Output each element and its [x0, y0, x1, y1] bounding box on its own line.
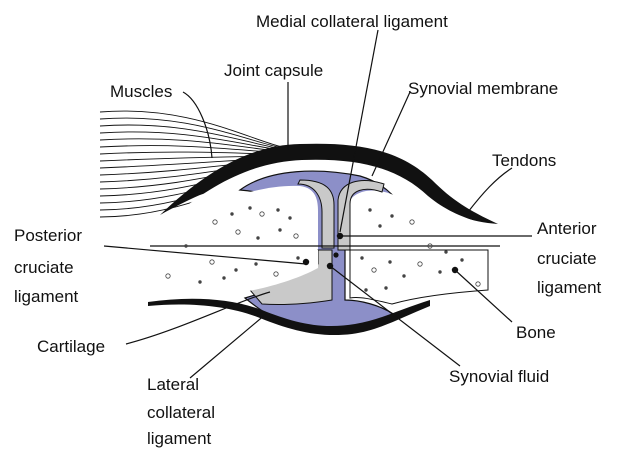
bone-speckle — [403, 275, 406, 278]
pointer-dot-posterior — [303, 259, 309, 265]
label-posterior-cruciate-line3: ligament — [14, 287, 79, 306]
label-synovial-fluid: Synovial fluid — [449, 367, 549, 386]
bone-speckle — [461, 259, 464, 262]
bone-speckle — [279, 229, 282, 232]
bone-speckle — [379, 225, 382, 228]
bone-speckle — [231, 213, 234, 216]
leader-muscles — [183, 92, 212, 158]
label-cartilage: Cartilage — [37, 337, 105, 356]
label-tendons: Tendons — [492, 151, 556, 170]
bone-speckle — [439, 271, 442, 274]
leader-tendons — [468, 168, 512, 212]
muscle-fibre — [100, 111, 300, 150]
label-anterior-cruciate-line2: cruciate — [537, 249, 597, 268]
bone-speckle — [289, 217, 292, 220]
bone-speckle — [389, 261, 392, 264]
pointer-dot-bone — [452, 267, 458, 273]
label-anterior-cruciate-line1: Anterior — [537, 219, 597, 238]
bone-speckle — [277, 209, 280, 212]
label-lateral-collateral-line3: ligament — [147, 429, 212, 448]
bone-speckle — [369, 209, 372, 212]
label-joint-capsule: Joint capsule — [224, 61, 323, 80]
label-medial-collateral-ligament: Medial collateral ligament — [256, 12, 448, 31]
label-synovial-membrane: Synovial membrane — [408, 79, 558, 98]
label-anterior-cruciate-line3: ligament — [537, 278, 602, 297]
bone-speckle — [249, 207, 252, 210]
bone-speckle — [255, 263, 258, 266]
label-lateral-collateral-line2: collateral — [147, 403, 215, 422]
bone-speckle — [361, 257, 364, 260]
bone-speckle — [385, 287, 388, 290]
label-lateral-collateral-line1: Lateral — [147, 375, 199, 394]
bone-speckle — [445, 251, 448, 254]
label-bone: Bone — [516, 323, 556, 342]
lower-bone-right — [350, 250, 488, 304]
pointer-dot-synovial-fluid — [327, 263, 333, 269]
leader-lateral-collateral — [190, 314, 266, 378]
label-posterior-cruciate-line2: cruciate — [14, 258, 74, 277]
label-muscles: Muscles — [110, 82, 172, 101]
bone-speckle — [185, 245, 188, 248]
pointer-dot-medial — [333, 252, 338, 257]
label-posterior-cruciate-line1: Posterior — [14, 226, 82, 245]
bone-speckle — [257, 237, 260, 240]
bone-speckle — [297, 257, 300, 260]
bone-speckle — [223, 277, 226, 280]
bone-speckle — [199, 281, 202, 284]
bone-speckle — [365, 289, 368, 292]
bone-speckle — [235, 269, 238, 272]
bone-speckle — [391, 215, 394, 218]
pointer-dot-anterior — [337, 233, 343, 239]
